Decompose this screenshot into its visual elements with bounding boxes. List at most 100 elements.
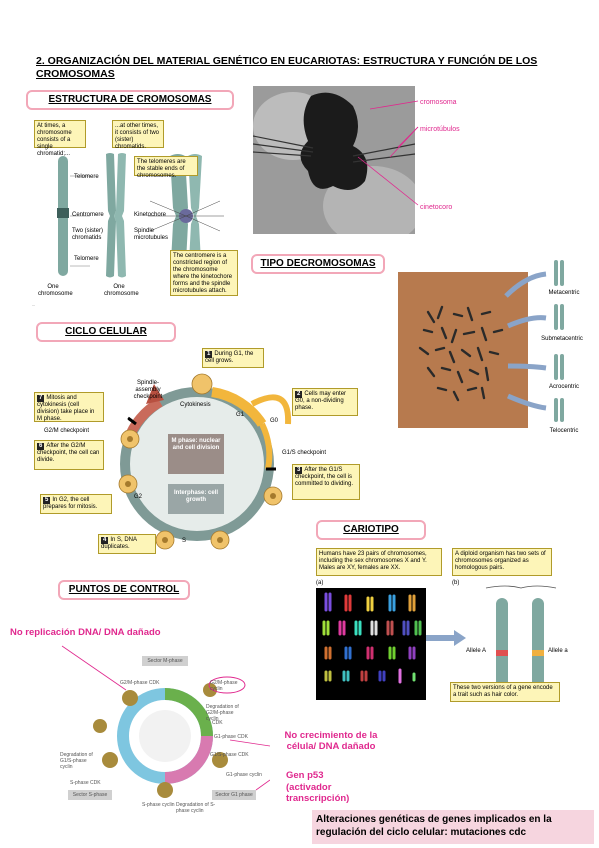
step-4-number: 4: [101, 537, 109, 544]
chromosome-structure-figure: — At times, a chromosome consists of a s…: [30, 116, 238, 312]
label-interphase: Interphase: cell growth: [173, 490, 218, 503]
cp-label-9: S-phase CDK: [70, 780, 101, 786]
checkpoint-diagram: [61, 645, 271, 800]
type-submetacentric: Submetacentric: [541, 336, 583, 342]
svg-text:—: —: [32, 303, 35, 307]
cp-label-7: G1/S-phase CDK: [210, 752, 249, 758]
step-6-text: After the G2/M checkpoint, the cell can …: [37, 443, 100, 463]
cp-label-8: Degradation of G1/S-phase cyclin: [60, 752, 93, 770]
step-4-text: In S, DNA duplicates.: [101, 537, 137, 550]
note-telomeres: The telomeres are the stable ends of chr…: [134, 156, 198, 179]
cp-label-4: CDK: [212, 720, 223, 726]
footer-note: Alteraciones genéticas de genes implicad…: [312, 810, 594, 844]
cp-label-2: G2/M-phase cyclin: [210, 680, 238, 692]
note-two-chromatids: ...at other times, it consists of two (s…: [112, 120, 164, 150]
step-7-number: 7: [37, 395, 45, 402]
step-2-text: Cells may enter G0, a non-dividing phase…: [295, 391, 347, 411]
micrograph-pointer-lines: [357, 100, 419, 206]
label-one-chromosome-a: One chromosome: [38, 284, 73, 297]
label-g2: G2: [134, 494, 143, 500]
step-3-number: 3: [295, 467, 303, 474]
karyotype-chromosomes: [322, 592, 422, 684]
step-1-text: During G1, the cell grows.: [205, 351, 254, 364]
step-2-number: 2: [295, 391, 303, 398]
step-7-text: Mitosis and cytokinesis (cell division) …: [37, 395, 95, 422]
cp-label-6: G1-phase cyclin: [226, 772, 262, 778]
checkpoint-figure: Sector M-phase G2/M-phase CDK G2/M-phase…: [60, 640, 271, 820]
section-estructura-title: ESTRUCTURA DE CROMOSOMAS: [26, 90, 234, 110]
cell-cycle-diagram: [118, 373, 292, 550]
label-one-chromosome-b: One chromosome: [104, 284, 139, 297]
label-allele-a: Allele a: [548, 648, 568, 654]
step-3-text: After the G1/S checkpoint, the cell is c…: [295, 467, 354, 487]
type-telocentric: Telocentric: [549, 428, 579, 434]
cp-label-3: Degradation of G2/M-phase cyclin: [206, 704, 239, 722]
note-centromere: The centromere is a constricted region o…: [170, 250, 238, 296]
label-two-sister: Two (sister) chromatids: [72, 228, 104, 241]
label-g2m-checkpoint: G2/M checkpoint: [44, 428, 90, 434]
cp-label-12: Sector G1 phase: [215, 792, 253, 798]
page-title: 2. ORGANIZACIÓN DEL MATERIAL GENÉTICO EN…: [36, 55, 538, 80]
step-5-number: 5: [43, 497, 51, 504]
metaphase-spread-drawing: [418, 305, 504, 402]
label-telomere: Telomere: [74, 174, 99, 180]
cp-label-10: S-phase cyclin: [142, 802, 175, 808]
section-tipo-title: TIPO DECROMOSOMAS: [251, 254, 385, 274]
chromosome-type-arrows: [504, 260, 564, 422]
label-spindle-checkpoint: Spindle-assembly checkpoint: [133, 380, 163, 400]
metaphase-spread-photo: [398, 272, 528, 428]
label-g1s-checkpoint: G1/S checkpoint: [282, 450, 327, 456]
label-g0: G0: [270, 418, 279, 424]
karyotype-label-a: (a): [316, 580, 324, 586]
note-no-crecimiento: No crecimiento de la célula/ DNA dañado: [284, 730, 378, 752]
label-s: S: [182, 538, 187, 544]
micrograph-image: [253, 86, 415, 234]
label-cytokinesis: Cytokinesis: [180, 402, 211, 408]
type-metacentric: Metacentric: [548, 290, 580, 296]
label-cromosoma: cromosoma: [420, 99, 457, 106]
label-microtubulos: microtúbulos: [420, 126, 460, 133]
cp-label-13: Degradation of S-phase cyclin: [176, 802, 216, 814]
cp-label-1: G2/M-phase CDK: [120, 680, 160, 686]
note-gen-p53: Gen p53: [286, 770, 324, 781]
karyotype-note-diploid: A diploid organism has two sets of chrom…: [452, 548, 552, 576]
karyotype-image: [316, 588, 426, 700]
note-single-chromatid: At times, a chromosome consists of a sin…: [34, 120, 86, 157]
note-no-replicacion: No replicación DNA/ DNA dañado: [10, 627, 161, 638]
label-spindle: Spindle microtubules: [134, 228, 169, 241]
label-cinetocoro: cinetocoro: [420, 204, 453, 211]
label-telomere-2: Telomere: [74, 256, 99, 262]
homologous-pair-drawing: [485, 585, 557, 698]
step-5-text: In G2, the cell prepares for mitosis.: [43, 497, 98, 510]
label-m-phase: M phase: nuclear and cell division: [171, 438, 221, 451]
label-allele-A: Allele A: [466, 648, 487, 654]
cp-label-0: Sector M-phase: [147, 658, 183, 664]
note-activador: (activador transcripción): [286, 782, 350, 804]
label-centromere: Centromere: [72, 212, 104, 218]
step-1-number: 1: [205, 351, 213, 358]
type-acrocentric: Acrocentric: [548, 384, 579, 390]
karyotype-figure: Humans have 23 pairs of chromosomes, inc…: [316, 548, 594, 720]
karyotype-note-versions: These two versions of a gene encode a tr…: [450, 682, 560, 702]
section-ciclo-title: CICLO CELULAR: [36, 322, 176, 342]
karyotype-label-b: (b): [452, 580, 460, 586]
section-puntos-title: PUNTOS DE CONTROL: [58, 580, 190, 600]
step-6-number: 6: [37, 443, 45, 450]
label-g1: G1: [236, 412, 245, 418]
label-kinetochore: Kinetochore: [134, 212, 167, 218]
karyotype-note-humans: Humans have 23 pairs of chromosomes, inc…: [316, 548, 442, 576]
homologous-pair: Allele A Allele a: [466, 584, 576, 706]
cp-label-5: G1-phase CDK: [214, 734, 248, 740]
kinetochore-micrograph: [253, 86, 415, 234]
cp-label-11: Sector S-phase: [72, 792, 108, 798]
karyotype-arrow: [426, 630, 466, 646]
chromosome-types-figure: Metacentric Submetacentric Acrocentric T…: [396, 256, 592, 442]
